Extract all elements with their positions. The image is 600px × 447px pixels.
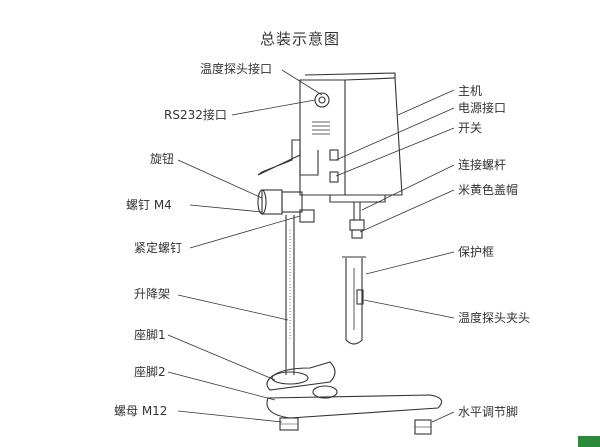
label-rice-cap: 米黄色盖帽 [458,183,519,197]
label-rs232-port: RS232接口 [164,108,227,122]
label-base-foot-1: 座脚1 [134,328,166,342]
label-connecting-rod: 连接螺杆 [458,158,507,172]
vent-grille [312,121,330,135]
label-base-foot-2: 座脚2 [134,365,166,379]
label-main-unit: 主机 [458,84,483,98]
label-temp-probe-port: 温度探头接口 [200,62,273,76]
leader-lines [167,69,455,423]
switch-panel [329,149,339,183]
label-nut-m12: 螺母 M12 [114,404,168,418]
base-foot-2 [266,385,443,419]
lift-rod [285,215,295,375]
clamp-arm [257,139,319,176]
label-temp-probe-clip: 温度探头夹头 [458,311,531,325]
label-power-port: 电源接口 [458,101,507,115]
label-lift-rod: 升降架 [134,287,171,301]
base-foot-1 [266,361,336,391]
guard-frame [342,256,366,345]
temp-probe-socket [314,92,330,108]
knob-assembly [257,189,315,223]
leveling-foot [414,419,432,435]
label-switch: 开关 [458,121,483,135]
label-knob: 旋钮 [150,152,175,166]
diagram-title: 总装示意图 [259,30,340,48]
label-screw-m4: 螺钉 M4 [126,198,172,212]
label-guard-frame: 保护框 [458,245,495,259]
label-leveling-foot: 水平调节脚 [458,405,519,419]
label-set-screw: 紧定螺钉 [134,241,183,255]
corner-badge [578,436,600,447]
drive-shaft [349,202,365,239]
nut-m12 [279,417,299,431]
